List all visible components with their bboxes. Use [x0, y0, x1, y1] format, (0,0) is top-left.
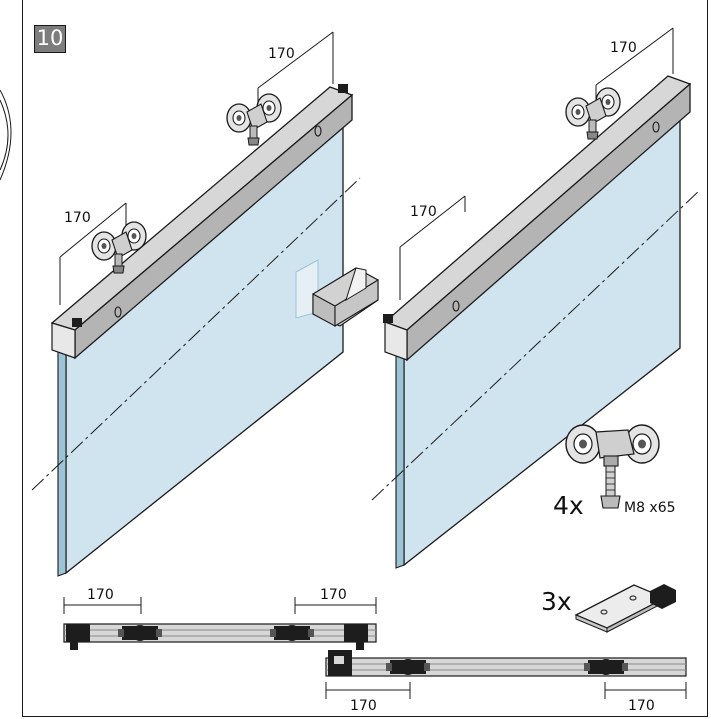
- bottom-upper-right-dim: 170: [320, 587, 347, 603]
- diagram-frame: [22, 0, 708, 717]
- end-stop-quantity: 3x: [541, 587, 572, 616]
- bottom-lower-left-dim: 170: [350, 698, 377, 714]
- right-side-dimension: 170: [399, 195, 466, 300]
- right-side-dim-label: 170: [410, 204, 437, 220]
- bottom-rail-upper: 170 170: [63, 587, 377, 650]
- left-top-dim-label: 170: [268, 46, 295, 62]
- right-top-dimension: 170: [595, 27, 674, 100]
- roller-carriage-icon: [565, 424, 660, 509]
- left-door-panel: 170 170: [31, 31, 361, 577]
- right-door-panel: 170 170: [371, 27, 701, 569]
- left-top-dimension: 170: [257, 31, 334, 104]
- bottom-lower-right-dim: 170: [628, 698, 655, 714]
- left-glass: [65, 116, 344, 575]
- bottom-upper-left-dim: 170: [87, 587, 114, 603]
- end-stop-plate-icon: [574, 584, 676, 633]
- right-top-dim-label: 170: [610, 40, 637, 56]
- bottom-rail-lower: 170 170: [325, 650, 687, 714]
- left-side-dim-label: 170: [64, 210, 91, 226]
- floor-guide: [295, 259, 379, 327]
- roller-kit-spec: M8 x65: [624, 500, 676, 516]
- left-side-dimension: 170: [59, 202, 127, 305]
- roller-kit-quantity: 4x: [553, 491, 584, 520]
- step-number-badge: 10: [34, 25, 66, 53]
